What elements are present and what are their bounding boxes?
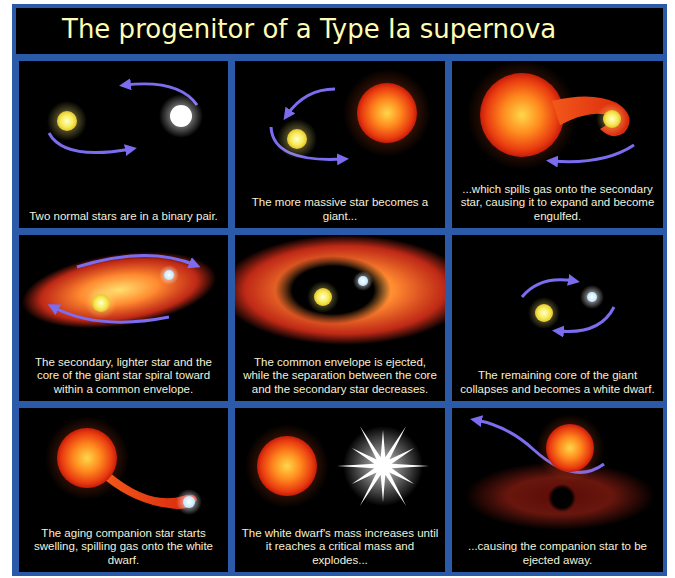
panel: The aging companion star starts swelling… bbox=[19, 408, 228, 572]
panel: The white dwarf's mass increases until i… bbox=[235, 408, 445, 572]
title: The progenitor of a Type Ia supernova bbox=[62, 13, 556, 45]
panel: The more massive star becomes a giant... bbox=[235, 61, 445, 228]
caption: The aging companion star starts swelling… bbox=[24, 527, 223, 567]
caption: ...which spills gas onto the secondary s… bbox=[457, 183, 658, 223]
caption: The secondary, lighter star and the core… bbox=[24, 356, 223, 396]
panel: The remaining core of the giant collapse… bbox=[452, 235, 663, 401]
caption: The white dwarf's mass increases until i… bbox=[240, 527, 440, 567]
panel: The secondary, lighter star and the core… bbox=[19, 235, 228, 401]
caption: Two normal stars are in a binary pair. bbox=[24, 210, 223, 223]
caption: ...causing the companion star to be ejec… bbox=[457, 540, 658, 567]
caption: The more massive star becomes a giant... bbox=[240, 196, 440, 223]
panel: ...which spills gas onto the secondary s… bbox=[452, 61, 663, 228]
caption: The common envelope is ejected, while th… bbox=[240, 356, 440, 396]
binary-pair-illustration bbox=[19, 61, 228, 228]
panel: ...causing the companion star to be ejec… bbox=[452, 408, 663, 572]
caption: The remaining core of the giant collapse… bbox=[457, 369, 658, 396]
panel: The common envelope is ejected, while th… bbox=[235, 235, 445, 401]
panel: Two normal stars are in a binary pair. bbox=[19, 61, 228, 228]
